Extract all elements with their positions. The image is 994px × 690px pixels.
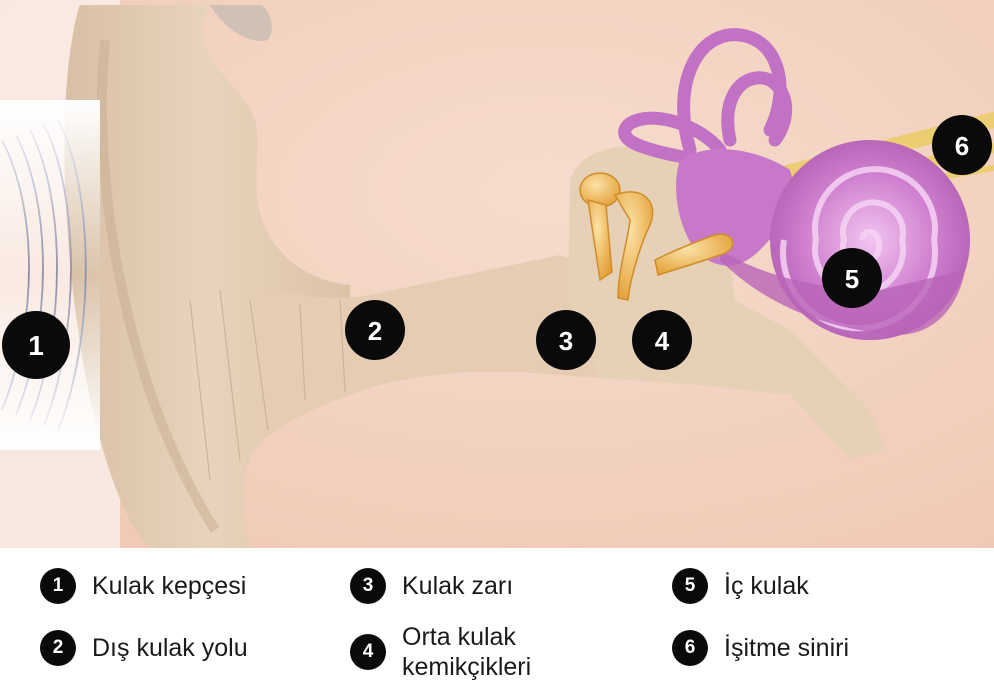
legend-item-1: 1 Kulak kepçesi (40, 568, 246, 604)
marker-3-label: 3 (559, 326, 573, 356)
wave-fade-overlay (0, 100, 100, 450)
marker-6: 6 (932, 115, 992, 175)
legend-label-4: Orta kulak kemikçikleri (402, 622, 531, 682)
legend-item-3: 3 Kulak zarı (350, 568, 513, 604)
marker-4-label: 4 (655, 326, 670, 356)
legend-label-1: Kulak kepçesi (92, 571, 246, 601)
marker-2: 2 (345, 300, 405, 360)
marker-4: 4 (632, 310, 692, 370)
marker-5: 5 (822, 248, 882, 308)
marker-6-label: 6 (955, 131, 969, 161)
legend-item-6: 6 İşitme siniri (672, 630, 849, 666)
legend-label-2: Dış kulak yolu (92, 633, 248, 663)
legend-label-3: Kulak zarı (402, 571, 513, 601)
legend-badge-5: 5 (672, 568, 708, 604)
marker-2-label: 2 (368, 316, 382, 346)
marker-3: 3 (536, 310, 596, 370)
legend-badge-3: 3 (350, 568, 386, 604)
legend-badge-1: 1 (40, 568, 76, 604)
legend-item-4: 4 Orta kulak kemikçikleri (350, 622, 531, 682)
legend-badge-4: 4 (350, 634, 386, 670)
ear-illustration: 1 2 3 4 5 6 (0, 0, 994, 548)
legend-badge-2: 2 (40, 630, 76, 666)
legend-label-6: İşitme siniri (724, 633, 849, 663)
legend-badge-6: 6 (672, 630, 708, 666)
marker-1-label: 1 (28, 330, 44, 361)
marker-1: 1 (2, 311, 70, 379)
legend-item-5: 5 İç kulak (672, 568, 809, 604)
legend-label-5: İç kulak (724, 571, 809, 601)
legend-item-2: 2 Dış kulak yolu (40, 630, 248, 666)
marker-5-label: 5 (845, 264, 859, 294)
